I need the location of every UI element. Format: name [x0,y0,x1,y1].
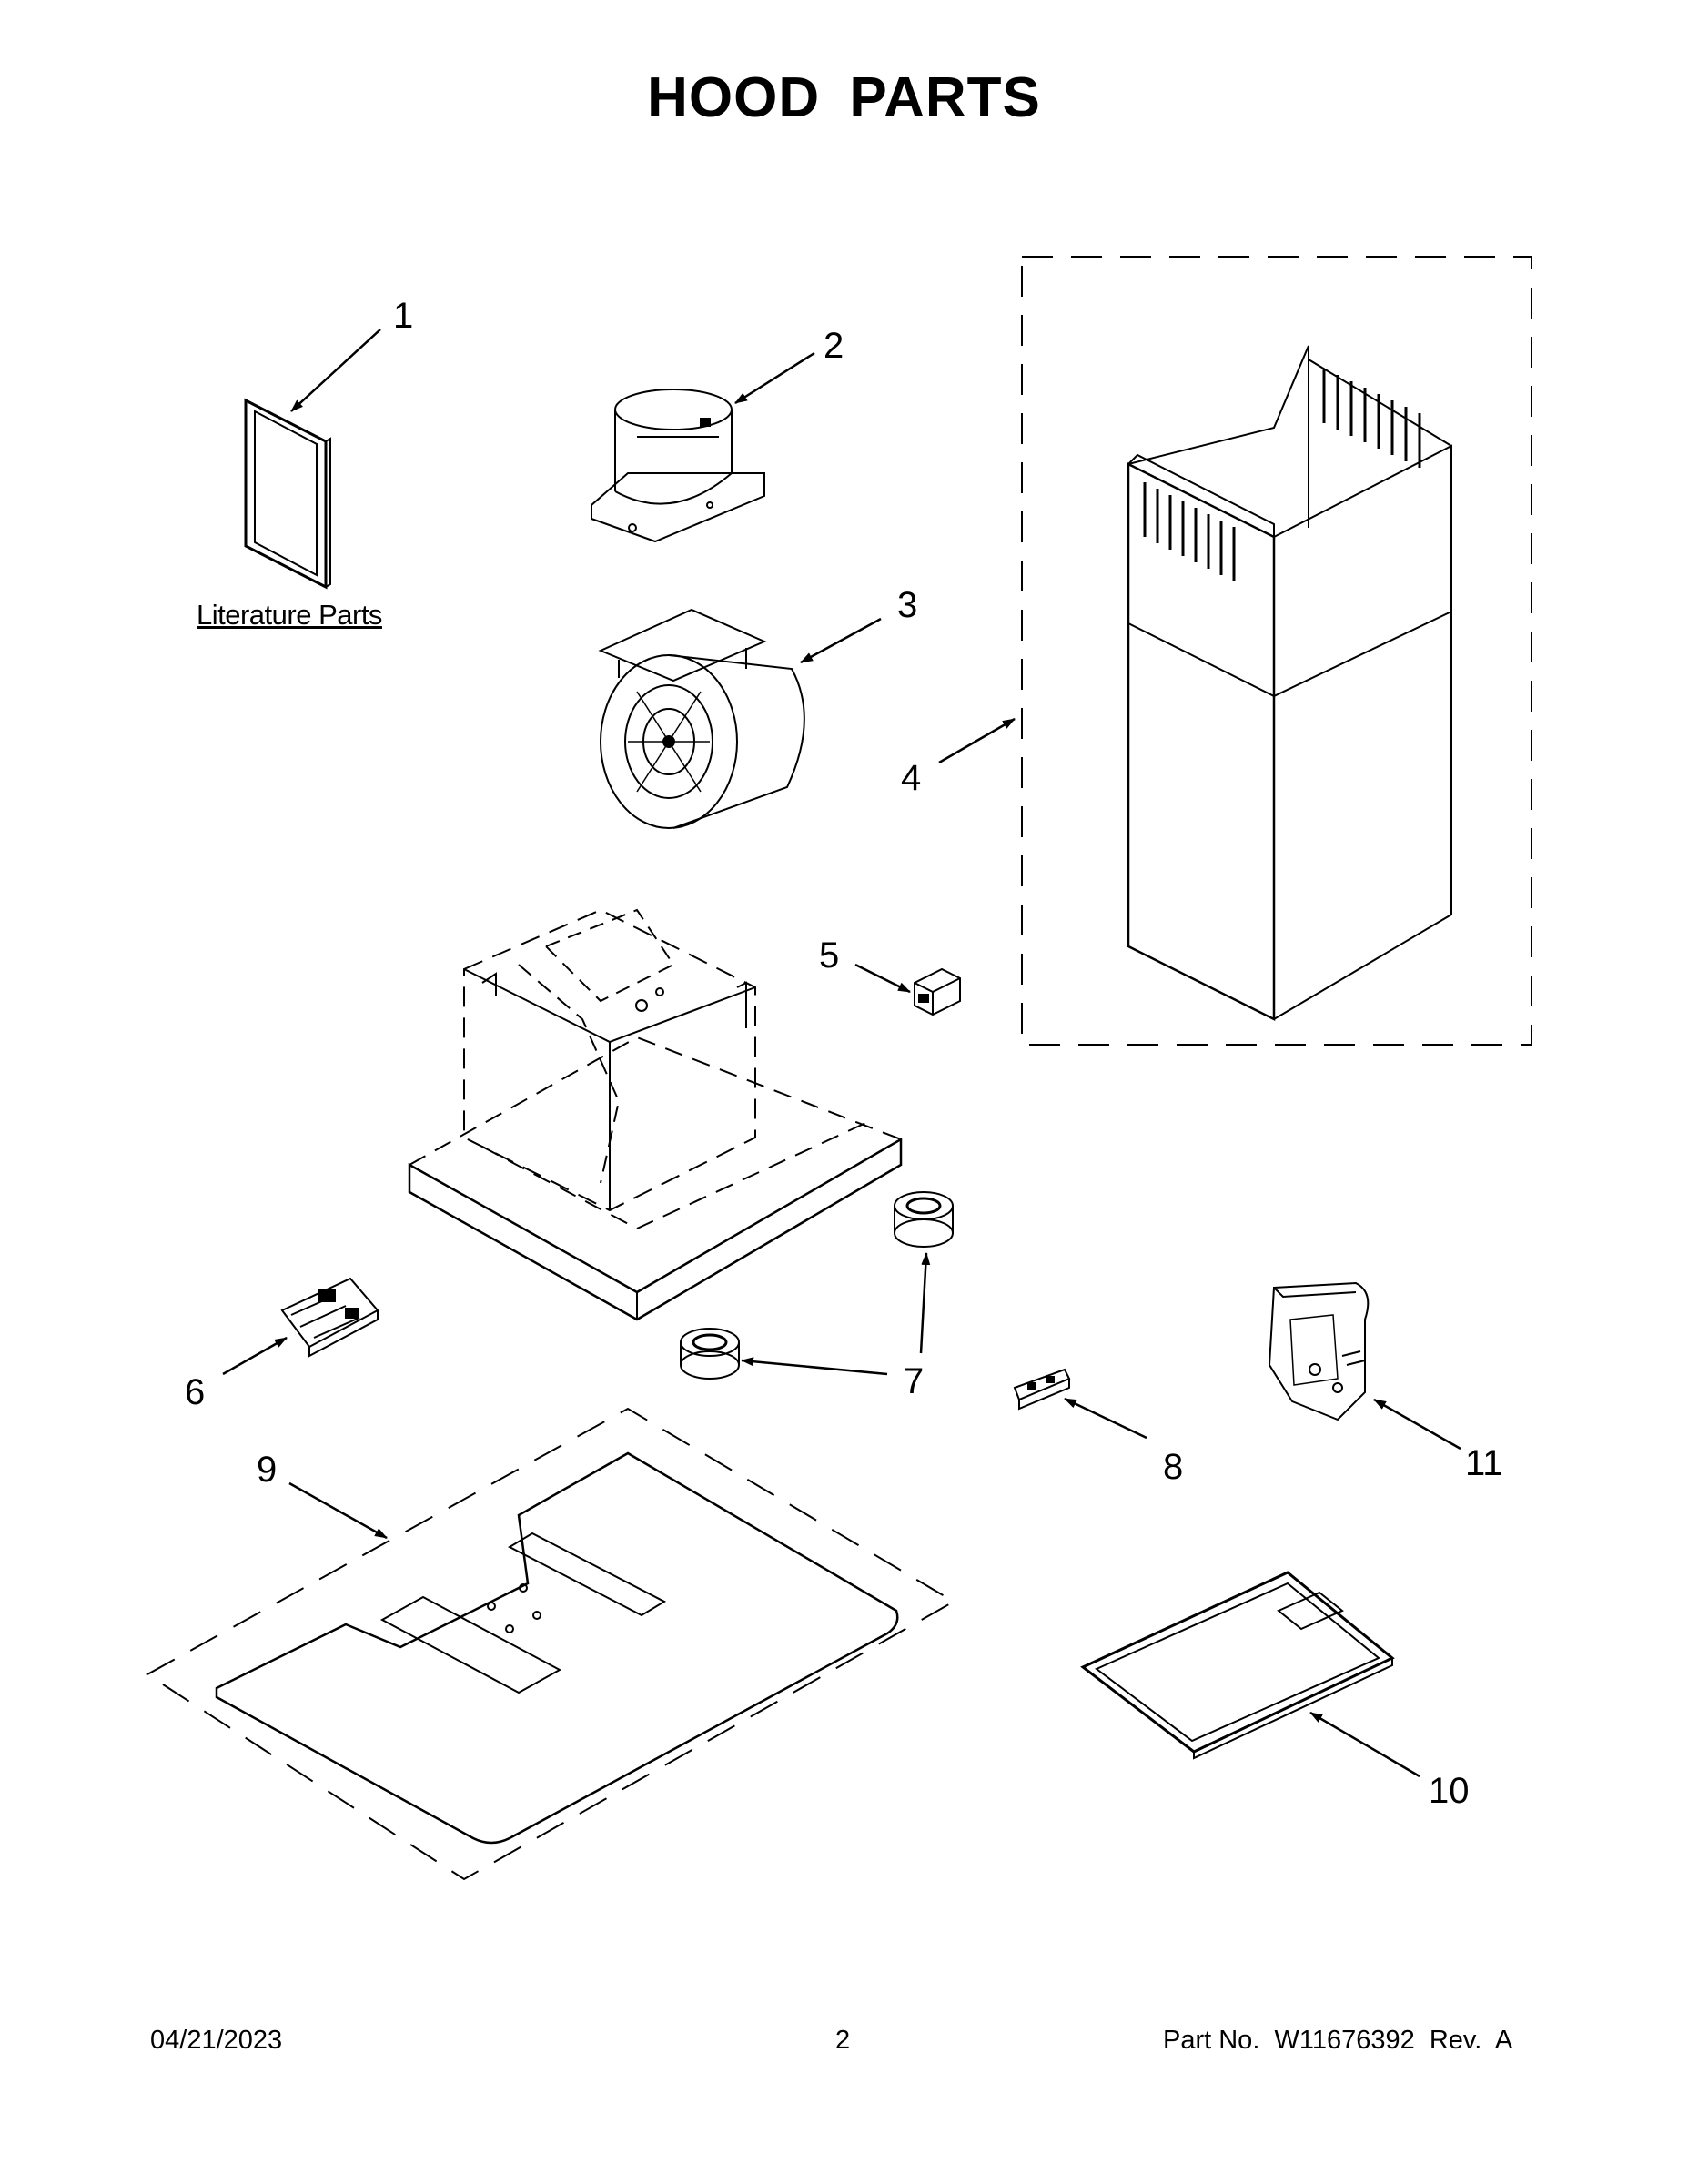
literature-parts-label: Literature Parts [197,599,382,631]
callout-10-leader [1309,1711,1420,1778]
callout-7: 7 [904,1361,925,1401]
callout-10: 10 [1429,1771,1470,1811]
part-8-clip [1013,1368,1071,1410]
footer-part-number: Part No. W11676392 Rev. A [1163,2026,1513,2055]
part-9-cover-panel [146,1407,955,1881]
part-10-grease-filter [1080,1571,1395,1760]
callout-3-leader [800,617,882,664]
callout-1-leader [290,329,381,412]
callout-5-leader [854,963,911,994]
part-4-chimney [1021,256,1532,1046]
part-3-blower-motor [598,608,805,829]
callout-1: 1 [393,296,414,336]
part-6-control-board [280,1277,379,1358]
callout-11: 11 [1465,1443,1503,1483]
callout-7-leader-b [741,1357,888,1376]
callout-11-leader [1373,1398,1461,1451]
callout-6: 6 [185,1372,206,1412]
callout-2: 2 [824,326,844,366]
part-11-hardware-bag [1268,1281,1370,1421]
callout-4: 4 [901,758,922,798]
callout-9: 9 [257,1450,278,1490]
footer-page-number: 2 [835,2026,851,2055]
callout-7-leader-a [919,1252,931,1354]
callout-4-leader [938,717,1016,764]
callout-6-leader [222,1336,288,1376]
callout-2-leader [734,351,815,405]
hood-body-frame [408,908,903,1321]
callout-9-leader [288,1481,388,1540]
footer-date: 04/21/2023 [150,2026,283,2055]
page-title: HOOD PARTS [647,66,1041,129]
part-2-damper-collar [591,389,765,543]
part-7-knob-right [894,1191,954,1248]
callout-3: 3 [897,585,918,625]
callout-5: 5 [819,935,840,976]
part-5-switch [914,967,961,1016]
part-1-literature-booklet [244,398,331,590]
callout-8: 8 [1163,1447,1184,1487]
callout-8-leader [1064,1397,1147,1440]
part-7-knob-left [680,1328,740,1380]
